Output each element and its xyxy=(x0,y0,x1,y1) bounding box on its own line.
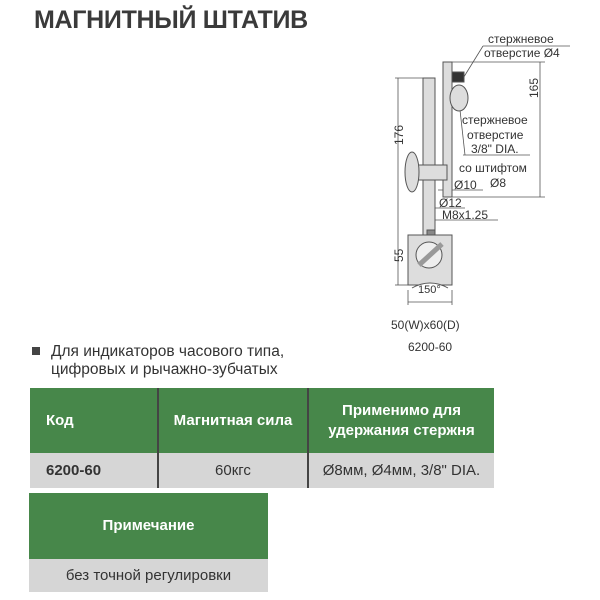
bullet-square-icon xyxy=(32,347,40,355)
table-row: без точной регулировки xyxy=(29,559,268,592)
clamp-block xyxy=(414,164,448,181)
cell-code: 6200-60 xyxy=(30,453,158,488)
knob-icon xyxy=(404,151,420,193)
dim-176: 176 xyxy=(392,125,406,145)
spec-table: Код Магнитная сила Применимо для удержан… xyxy=(30,388,494,488)
label-hole38-line2: отверстие xyxy=(467,128,524,142)
header-code: Код xyxy=(30,388,158,453)
label-d10: Ø10 xyxy=(454,178,477,192)
header-rod-applicable: Применимо для удержания стержня xyxy=(307,388,494,453)
dim-55: 55 xyxy=(392,248,406,262)
bullet-line-2: цифровых и рычажно-зубчатых xyxy=(51,361,278,378)
label-hole38-line3: 3/8" DIA. xyxy=(471,142,519,156)
feature-bullet: Для индикаторов часового типа, цифровых … xyxy=(32,343,284,379)
clamp-head xyxy=(449,84,469,112)
model-label: 6200-60 xyxy=(408,340,452,354)
label-hole4-line1: стержневое xyxy=(488,32,554,46)
bullet-line-1: Для индикаторов часового типа, xyxy=(51,343,285,360)
label-pin-line2: Ø8 xyxy=(490,176,506,190)
main-rod xyxy=(422,77,436,236)
cell-note: без точной регулировки xyxy=(29,559,268,592)
page-title: МАГНИТНЫЙ ШТАТИВ xyxy=(34,6,308,34)
label-hole38-line1: стержневое xyxy=(462,113,528,127)
header-note: Примечание xyxy=(29,493,268,559)
label-pin-line1: со штифтом xyxy=(459,161,527,175)
label-d12: Ø12 xyxy=(439,196,462,210)
label-angle: 150° xyxy=(418,284,441,296)
header-magnetic-force: Магнитная сила xyxy=(157,388,308,453)
base-size: 50(W)x60(D) xyxy=(391,318,460,332)
dim-165: 165 xyxy=(527,78,541,98)
label-thread: M8x1.25 xyxy=(442,208,488,222)
label-hole4-line2: отверстие Ø4 xyxy=(484,46,560,60)
note-table: Примечание без точной регулировки xyxy=(29,493,268,592)
table-row: 6200-60 60кгс Ø8мм, Ø4мм, 3/8" DIA. xyxy=(30,453,494,488)
cell-rod: Ø8мм, Ø4мм, 3/8" DIA. xyxy=(307,453,494,488)
upper-rod xyxy=(442,61,453,198)
cell-force: 60кгс xyxy=(157,453,308,488)
